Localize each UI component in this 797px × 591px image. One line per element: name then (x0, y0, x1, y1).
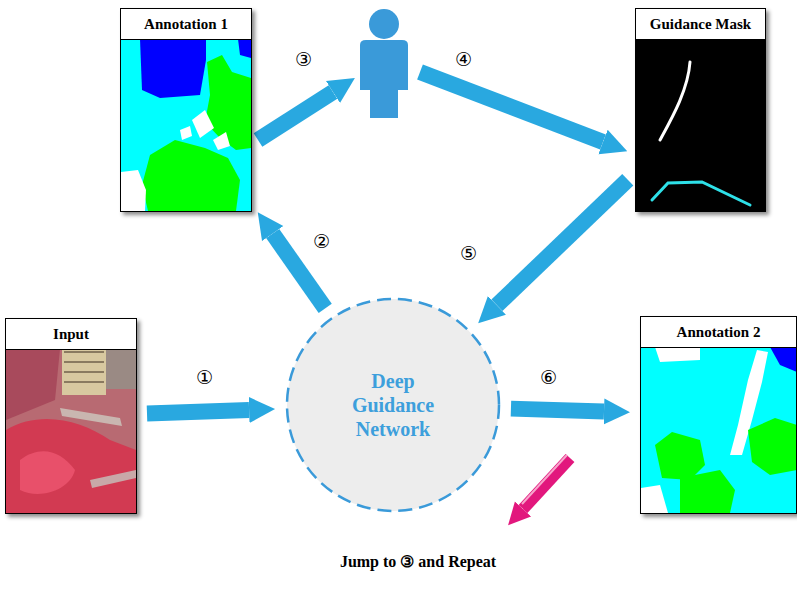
flow-arrow (147, 410, 249, 413)
input-image (6, 349, 136, 513)
image-panel: Guidance Mask (635, 8, 766, 212)
network-name: Deep Guidance Network (338, 369, 448, 441)
panel-heading: Input (6, 319, 136, 350)
flow-arrow (258, 92, 333, 140)
callout-number: ① (196, 368, 213, 387)
panel-heading: Guidance Mask (636, 9, 765, 40)
annotation-image (641, 347, 797, 513)
panel-heading: Annotation 1 (121, 9, 251, 40)
callout-number: ⑤ (460, 244, 477, 263)
repeat-arrow-stripe (522, 455, 567, 504)
guidance-mask-image (636, 39, 765, 211)
image-panel: Annotation 2 (640, 316, 797, 514)
callout-number: ④ (455, 50, 472, 69)
repeat-note: Jump to ③ and Repeat (328, 552, 508, 573)
panel-heading: Annotation 2 (641, 317, 796, 348)
flow-arrow (511, 409, 604, 412)
person-icon (360, 9, 408, 118)
network-circle: Deep Guidance Network (285, 297, 501, 513)
callout-number: ⑥ (540, 368, 557, 387)
image-panel: Input (5, 318, 137, 514)
callout-number: ② (313, 232, 330, 251)
annotation-image (121, 39, 251, 211)
repeat-arrow (523, 458, 570, 509)
flow-arrow (497, 180, 628, 306)
circle-shape (287, 299, 499, 511)
flow-arrow (420, 72, 603, 142)
callout-number: ③ (295, 50, 312, 69)
image-panel: Annotation 1 (120, 8, 252, 212)
